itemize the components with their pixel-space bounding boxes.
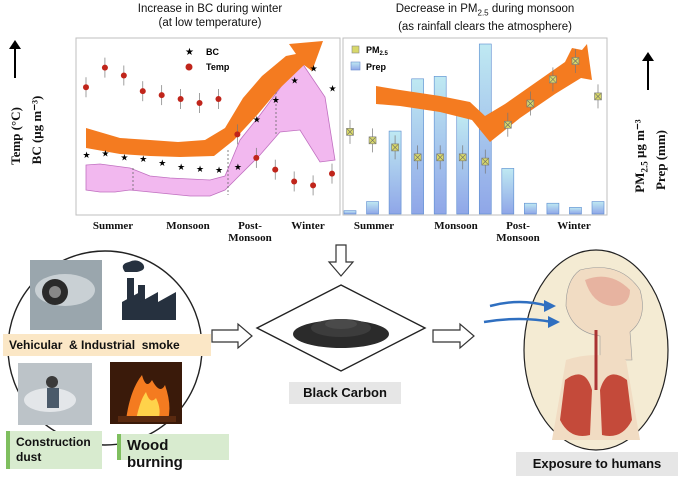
pm-point-cross [391, 144, 399, 151]
up-arrow-icon [9, 40, 21, 49]
temp-point [139, 88, 146, 95]
pm-point-cross [414, 154, 421, 161]
pm-chart-title: Decrease in PM2.5 during monsoon (as rai… [395, 3, 575, 34]
tick-monsoon-right: Monsoon [434, 220, 478, 232]
right-lung [600, 374, 632, 436]
legend-pm-marker [351, 45, 360, 54]
bc-point: ★ [101, 148, 109, 158]
temp-point [291, 178, 298, 185]
bc-point: ★ [253, 115, 261, 125]
pm-point-cross [572, 57, 579, 65]
tick-summer-right: Summer [353, 220, 395, 232]
temp-point [215, 96, 222, 103]
pm-point-cross [459, 154, 466, 161]
tick-monsoon-left: Monsoon [166, 220, 210, 232]
bc-point: ★ [291, 75, 299, 85]
inhalation-arrow [483, 317, 553, 324]
bc-trend-arrow [86, 41, 323, 157]
right-arrow-icon [211, 322, 253, 350]
temp-point [83, 84, 89, 91]
right-arrow-icon [432, 322, 475, 350]
pm-point-cross [594, 93, 602, 100]
temp-point [196, 99, 203, 106]
prep-bar [569, 207, 582, 215]
legend-bc-label: BC [206, 47, 219, 57]
black-carbon-label: Black Carbon [289, 382, 401, 404]
vehicular-industrial-label: Vehicular & Industrial smoke [3, 334, 211, 356]
legend-temp-marker [185, 63, 193, 71]
temp-point [329, 170, 335, 177]
temp-point [177, 96, 184, 103]
construction-dust-label: Construction dust [6, 431, 102, 469]
legend-prep-label: Prep [366, 62, 387, 72]
prep-bar [501, 168, 515, 215]
tick-winter-left: Winter [291, 220, 325, 232]
bc-point: ★ [139, 154, 147, 164]
pm-point-cross [436, 154, 444, 161]
pm-trend-arrow [376, 44, 592, 142]
temp-point [101, 64, 108, 71]
tick-postmonsoon-left: Post- Monsoon [228, 220, 272, 244]
temp-point [234, 131, 241, 138]
legend-pm-label: PM2.5 [366, 45, 389, 57]
left-lung [560, 374, 592, 436]
pm-point-cross [527, 100, 534, 107]
bc-point: ★ [310, 64, 318, 74]
down-arrow-icon [327, 244, 355, 277]
temp-point [120, 72, 127, 79]
pm-point-cross [346, 128, 354, 136]
prep-bar [546, 202, 560, 215]
bc-point: ★ [234, 162, 242, 172]
legend-prep-marker [350, 61, 361, 71]
pm-points-group [346, 49, 602, 174]
bc-point: ★ [158, 158, 166, 168]
brain-shape [585, 276, 630, 306]
bc-chart-title: Increase in BC during winter (at low tem… [137, 3, 283, 29]
temp-point [253, 154, 260, 161]
y-axis-arrow-left [14, 44, 16, 78]
prep-bar [524, 202, 537, 215]
bc-point: ★ [83, 150, 91, 160]
up-arrow-icon [642, 52, 654, 61]
temp-point [158, 92, 165, 99]
pm-point-cross [504, 121, 512, 128]
temp-point [272, 166, 279, 173]
prep-bar [366, 201, 379, 215]
temp-points-group [83, 57, 335, 196]
bc-point: ★ [120, 152, 128, 162]
y-axis-arrow-right [647, 56, 649, 90]
charts-svg: ★ ★ ★ ★ ★ ★ ★ ★ ★ ★ ★ ★ ★ ★ ★ BC Temp PM2.5 Prep [75, 37, 608, 216]
exposure-to-humans-label: Exposure to humans [516, 452, 678, 476]
diagram-svg [7, 244, 669, 451]
inhalation-arrow [489, 300, 549, 308]
bc-point: ★ [272, 95, 280, 105]
bc-point: ★ [215, 165, 223, 175]
temp-point [310, 182, 317, 189]
tick-postmonsoon-right: Post- Monsoon [496, 220, 540, 244]
legend-temp-label: Temp [206, 62, 230, 72]
tick-summer-left: Summer [92, 220, 134, 232]
prep-bar [388, 130, 402, 215]
bc-range-band [85, 59, 336, 197]
prep-bar [343, 210, 357, 215]
wood-burning-label: Wood burning [117, 434, 229, 471]
legend-bc-marker: ★ [185, 47, 194, 58]
bc-point: ★ [196, 164, 204, 174]
prep-bar [591, 201, 605, 215]
bc-point: ★ [177, 162, 185, 172]
bc-point: ★ [329, 83, 337, 93]
pm-point-cross [369, 137, 376, 144]
pm-point-cross [549, 76, 557, 83]
tick-winter-right: Winter [557, 220, 591, 232]
pm-point-cross [482, 158, 489, 165]
factory-icon [122, 260, 176, 320]
bc-points-group: ★ ★ ★ ★ ★ ★ ★ ★ ★ ★ ★ ★ ★ ★ [83, 64, 337, 175]
